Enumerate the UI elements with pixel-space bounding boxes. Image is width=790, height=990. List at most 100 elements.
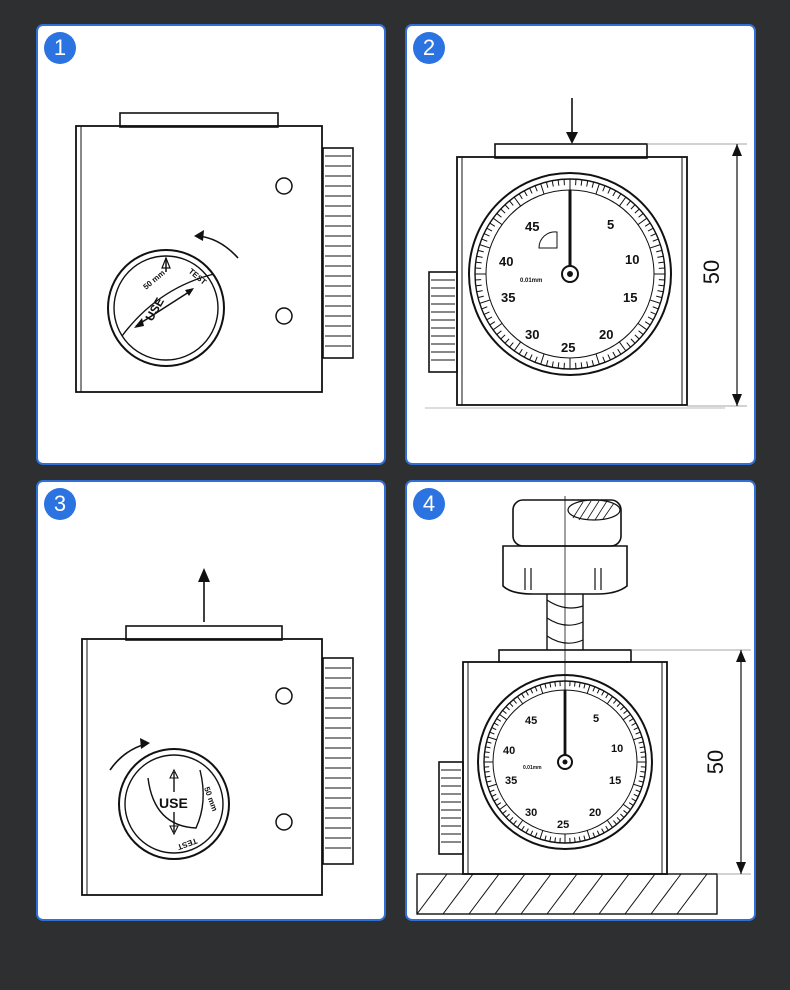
dial-tick <box>574 681 576 687</box>
dial-tick <box>586 830 591 840</box>
dial-tick <box>509 702 514 707</box>
dial-tick <box>628 718 634 722</box>
dial-tick <box>639 746 645 749</box>
dial-tick <box>631 798 637 802</box>
dial-number: 15 <box>609 775 621 787</box>
dial-tick <box>633 727 639 731</box>
dial-tick <box>540 183 545 195</box>
dial-tick <box>557 179 560 186</box>
dial-tick <box>486 780 492 783</box>
gauge-front-view-drawing: 45 5 40 10 35 15 30 20 25 0.01mm 50 <box>425 98 747 409</box>
dial-tick <box>633 783 643 788</box>
dial-number: 5 <box>607 217 614 232</box>
dial-tick <box>518 348 523 355</box>
dial-resolution-label: 0.01mm <box>520 278 542 284</box>
knob-test-label: TEST <box>187 267 209 287</box>
step-2-panel: 2 45 5 4 <box>405 24 756 465</box>
dial-resolution-label: 0.01mm <box>523 765 542 771</box>
gauge-side-view-drawing: USE 50 mm TEST <box>81 568 354 896</box>
dial-tick <box>658 261 665 264</box>
dial-number: 40 <box>503 745 515 757</box>
dial-tick <box>620 813 625 818</box>
dial-tick <box>545 181 549 188</box>
dial-tick <box>616 702 621 707</box>
dial-tick <box>620 706 625 711</box>
dimension-value: 50 <box>703 750 728 774</box>
dial-tick <box>487 783 497 788</box>
dial-tick <box>606 696 614 705</box>
dial-tick <box>481 238 488 242</box>
step-3-panel: 3 <box>36 480 386 921</box>
dial-tick <box>634 334 640 340</box>
dial-tick <box>476 290 483 293</box>
dial-tick <box>484 771 490 773</box>
dial-tick <box>592 686 596 692</box>
dial-tick <box>650 233 657 237</box>
knob-50mm-label: 50 mm <box>202 786 219 813</box>
gauge-side-view-drawing: 50 mm TEST USE <box>75 112 354 393</box>
step-number-badge: 3 <box>44 488 76 520</box>
dial-tick <box>637 322 648 331</box>
dial-tick <box>521 693 525 699</box>
dial-tick <box>635 731 641 735</box>
dial-number: 20 <box>589 807 601 819</box>
dimension-value: 50 <box>699 260 724 284</box>
dial-number: 35 <box>505 775 517 787</box>
dial-tick <box>623 810 628 815</box>
dial-tick <box>612 190 617 197</box>
dial-tick <box>617 348 622 355</box>
dial-tick <box>540 353 545 365</box>
dial-tick <box>516 819 524 828</box>
dial-tick <box>525 828 529 834</box>
dial-tick <box>606 819 614 828</box>
dial-tick <box>580 362 583 369</box>
dial-tick <box>518 193 523 200</box>
dial-tick <box>475 284 482 287</box>
dial-tick <box>525 690 529 696</box>
dial-tick <box>650 311 657 315</box>
dial-tick <box>638 213 644 218</box>
dial-tick <box>630 338 636 344</box>
dial-tick <box>583 683 586 689</box>
dial-tick <box>477 249 484 253</box>
dial-tick <box>574 837 576 843</box>
knob-test-label: TEST <box>176 836 198 851</box>
dial-tick <box>638 741 644 744</box>
dial-tick <box>605 693 609 699</box>
dial-tick <box>484 751 490 753</box>
dial-tick <box>489 731 495 735</box>
dial-tick <box>551 361 554 368</box>
dial-tick <box>513 341 522 352</box>
dial-number: 20 <box>599 327 613 342</box>
dial-tick <box>578 836 581 842</box>
dial-tick <box>512 699 517 704</box>
dial-tick <box>640 751 646 753</box>
dial-number: 35 <box>501 290 515 305</box>
dial-number: 25 <box>561 340 575 355</box>
dial-tick <box>617 193 622 200</box>
dial-tick <box>505 706 510 711</box>
dial-tick <box>586 361 589 368</box>
dial-tick <box>647 316 654 321</box>
dial-tick <box>539 830 544 840</box>
dial-tick <box>493 722 499 726</box>
dial-tick <box>633 793 639 797</box>
dial-tick <box>649 244 661 249</box>
dial-tick <box>502 810 507 815</box>
dial-tick <box>580 179 583 186</box>
dial-number: 45 <box>525 715 537 727</box>
dial-tick <box>545 360 549 367</box>
dial-tick <box>596 830 600 836</box>
dial-number: 5 <box>593 713 599 725</box>
dial-tick <box>551 180 554 187</box>
dial-tick <box>489 222 496 227</box>
dial-tick <box>485 775 491 778</box>
dial-tick <box>616 817 621 822</box>
dial-tick <box>530 688 534 694</box>
dial-tick <box>486 316 493 321</box>
dial-tick <box>534 185 538 192</box>
dial-tick <box>505 813 510 818</box>
dial-tick <box>500 208 506 214</box>
dial-tick <box>496 213 502 218</box>
dial-tick <box>500 334 506 340</box>
